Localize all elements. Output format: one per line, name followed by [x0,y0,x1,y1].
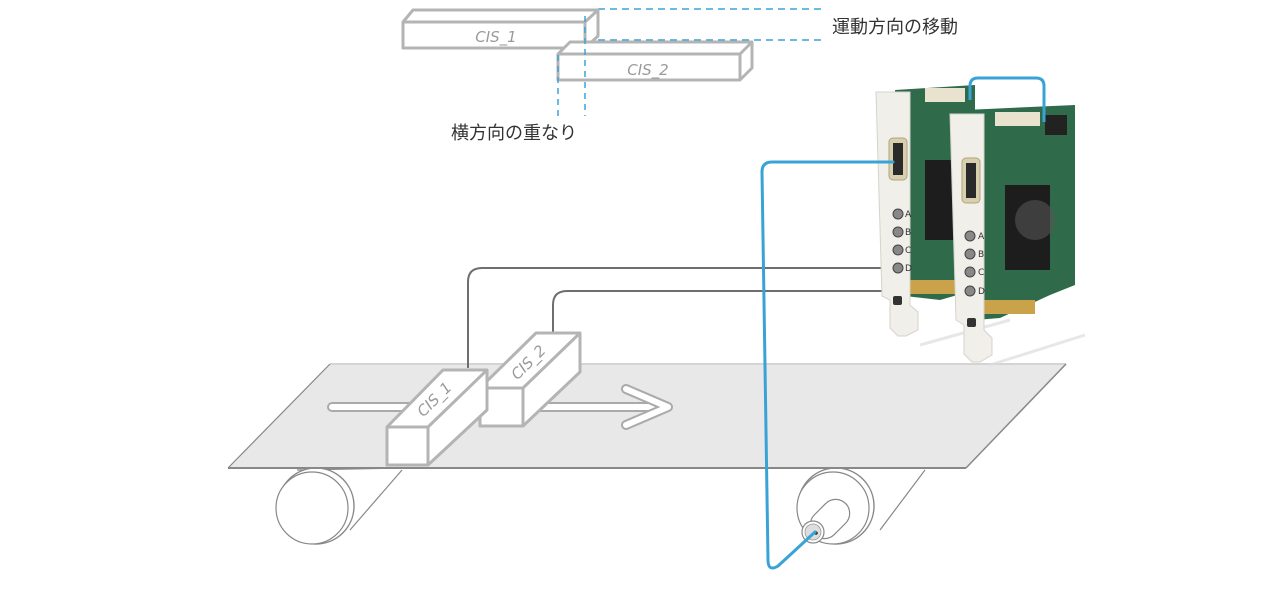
top-sensor-cis1-label: CIS_1 [475,28,516,47]
cable-cis1 [467,267,895,368]
port-a-label: A [978,232,985,242]
sync-cable [968,76,1046,122]
bnc-ports-board-2: A B C D [964,230,985,297]
port-c-label: C [905,246,911,256]
frame-grabber-boards: A B C D A B C [875,76,1086,367]
encoder-cable [760,160,895,570]
conveyor [227,363,1067,545]
top-sensor-cis2-label: CIS_2 [627,61,668,80]
port-d-label: D [978,287,985,297]
logo-icon [967,318,976,327]
bnc-ports-board-1: A B C D [892,208,912,274]
left-roller [275,467,403,545]
port-c-label: C [978,268,984,278]
top-sensor-cis2: CIS_2 [556,40,754,82]
port-b-label: B [905,228,911,238]
port-b-label: B [978,250,984,260]
lateral-overlap-label: 横方向の重なり [451,123,577,144]
frame-grabber-board-2: A B C D [949,105,1075,363]
port-a-label: A [905,210,912,220]
top-sensor-cis1: CIS_1 [401,8,600,50]
conveyor-sensor-cis2: CIS_2 [478,331,582,428]
motion-direction-label: 運動方向の移動 [832,17,958,38]
trigger-cables [467,267,968,368]
top-view: CIS_1 CIS_2 運動方向の移動 横方向の重なり [401,8,958,144]
cable-cis2 [552,290,968,332]
right-roller [796,467,926,545]
logo-icon [893,296,902,305]
port-d-label: D [905,264,912,274]
